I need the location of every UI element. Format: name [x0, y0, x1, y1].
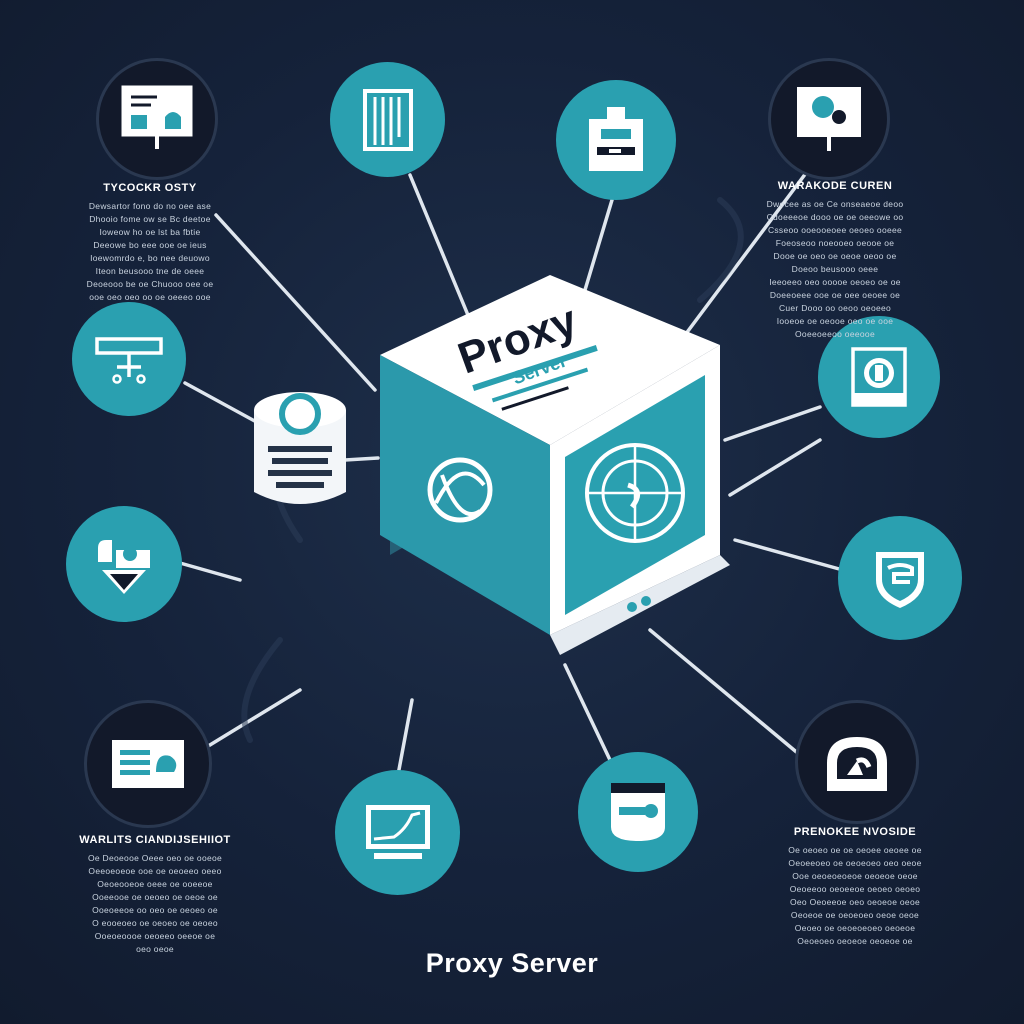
download-arrow-node: [66, 506, 182, 622]
presentation-node: [768, 58, 890, 180]
caption-body: Dwocee as oe Ce onseaeoe deoo Cdoeeeoe d…: [766, 199, 904, 339]
download-arrow-icon: [88, 528, 160, 600]
signpost-icon: [91, 321, 167, 397]
database-cylinder: [250, 388, 350, 518]
monitor-chart-icon: [360, 799, 436, 867]
shield-node: [838, 516, 962, 640]
document-box-node: [556, 80, 676, 200]
building-node: [330, 62, 445, 177]
shield-icon: [864, 542, 936, 614]
caption-title: WARLITS CIANDIJSEHIIOT: [79, 834, 231, 846]
monitor-chart-node: [335, 770, 460, 895]
document-box-icon: [579, 103, 653, 177]
caption-body: Oe oeoeo oe oe oeoee oeoee oe Oeoeeoeo o…: [788, 845, 922, 946]
wallet-card-icon: [605, 777, 671, 847]
signpost-node: [72, 302, 186, 416]
building-icon: [353, 85, 423, 155]
caption-title: TYCOCKR OSTY: [103, 182, 197, 194]
billboard-icon: [117, 79, 197, 159]
caption-title: PRENOKEE NVOSIDE: [793, 826, 917, 838]
proxy-server-cube: Proxy Server: [380, 275, 730, 655]
caption-top-right: WARAKODE CUREN Dwocee as oe Ce onseaeoe …: [740, 180, 930, 341]
caption-body: Dewsartor fono do no oee ase Dhooio fome…: [86, 201, 214, 302]
caption-top-left: TYCOCKR OSTY Dewsartor fono do no oee as…: [55, 182, 245, 304]
caption-bottom-left: WARLITS CIANDIJSEHIIOT Oe Deoeooe Oeee o…: [55, 834, 255, 956]
laptop: [215, 515, 575, 715]
database-icon: [250, 392, 350, 522]
footer-title: Proxy Server: [425, 948, 599, 978]
billboard-node: [96, 58, 218, 180]
caption-bottom-right: PRENOKEE NVOSIDE Oe oeoeo oe oe oeoee oe…: [760, 826, 950, 948]
id-card-icon: [108, 734, 188, 794]
caption-title: WARAKODE CUREN: [777, 180, 893, 192]
gauge-node: [795, 700, 919, 824]
id-card-node: [84, 700, 212, 828]
id-badge-node: [818, 316, 940, 438]
gauge-icon: [819, 729, 895, 795]
presentation-icon: [789, 79, 869, 159]
caption-body: Oe Deoeooe Oeee oeo oe ooeoe Oeeoeoeoe o…: [87, 853, 223, 954]
id-badge-icon: [843, 341, 915, 413]
wallet-card-node: [578, 752, 698, 872]
